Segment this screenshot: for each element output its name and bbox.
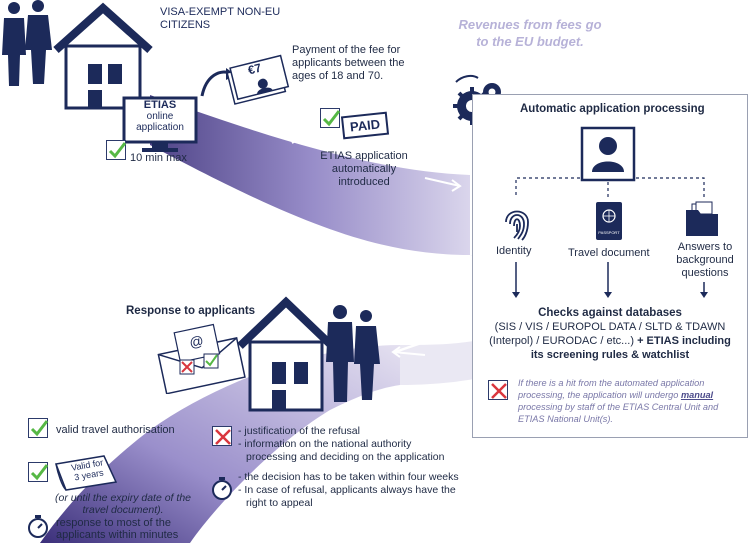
hit-note-line4: ETIAS National Unit(s). bbox=[518, 414, 613, 424]
envelope-icon: @ bbox=[157, 323, 246, 394]
fee-text-line3: ages of 18 and 70. bbox=[292, 70, 384, 82]
hit-note-line2: processing, the application will undergo bbox=[518, 390, 679, 400]
check-icon bbox=[30, 420, 49, 437]
decision-line2: - In case of refusal, applicants always … bbox=[238, 484, 456, 496]
checkbox-time bbox=[106, 140, 127, 160]
check-icon bbox=[108, 142, 127, 159]
etias-screen-title: ETIAS bbox=[143, 99, 177, 111]
citizens-label-line2: CITIZENS bbox=[160, 19, 211, 31]
stopwatch-icon bbox=[28, 515, 48, 538]
connector-lines bbox=[512, 177, 708, 298]
house-icon bbox=[53, 2, 153, 110]
checks-title: Checks against databases bbox=[538, 307, 682, 319]
checks-last: its screening rules & watchlist bbox=[530, 349, 690, 361]
answers-line3: questions bbox=[681, 267, 729, 279]
checks-bold-suffix: + ETIAS including bbox=[637, 335, 731, 347]
time-label: 10 min max bbox=[130, 152, 187, 164]
passport-icon bbox=[596, 202, 622, 240]
stopwatch-icon bbox=[212, 477, 232, 500]
checks-line2: (Interpol) / EURODAC / etc...) bbox=[489, 335, 634, 347]
revenues-line1: Revenues from fees go bbox=[458, 17, 602, 32]
valid-auth-label: valid travel authorisation bbox=[56, 424, 175, 436]
checkbox-valid-auth bbox=[28, 418, 49, 438]
fingerprint-icon bbox=[505, 210, 529, 241]
auto-intro-line2: automatically bbox=[331, 163, 397, 175]
hit-note-line1: If there is a hit from the automated app… bbox=[518, 378, 705, 388]
applicant-icon bbox=[580, 126, 636, 182]
checkbox-paid bbox=[320, 108, 341, 128]
monitor-icon bbox=[122, 96, 198, 152]
refusal-line1: - justification of the refusal bbox=[238, 425, 360, 437]
hit-note-line3: processing by staff of the ETIAS Central… bbox=[518, 402, 719, 412]
decision-line1: - the decision has to be taken within fo… bbox=[238, 471, 459, 483]
decision-line3: right to appeal bbox=[246, 497, 313, 509]
cross-icon bbox=[215, 429, 231, 445]
checkbox-valid-for bbox=[28, 462, 49, 482]
cross-box-refusal bbox=[212, 426, 232, 446]
answers-line2: background bbox=[676, 254, 734, 266]
fee-text-line1: Payment of the fee for bbox=[292, 44, 401, 56]
etias-screen-line3: application bbox=[136, 122, 184, 133]
response-title: Response to applicants bbox=[126, 305, 256, 317]
check-icon bbox=[322, 110, 341, 127]
response-minutes-line2: applicants within minutes bbox=[56, 529, 179, 541]
answers-line1: Answers to bbox=[677, 241, 733, 253]
svg-text:@: @ bbox=[188, 332, 205, 351]
house-icon-bottom bbox=[237, 296, 335, 412]
checks-line1: (SIS / VIS / EUROPOL DATA / SLTD & TDAWN bbox=[494, 321, 726, 333]
banknote-icon bbox=[226, 54, 290, 105]
expiry-line1: (or until the expiry date of the bbox=[55, 492, 191, 504]
refusal-line2: - information on the national authority bbox=[238, 438, 412, 450]
citizens-label-line1: VISA-EXEMPT NON-EU bbox=[160, 6, 281, 18]
couple-icon bbox=[326, 305, 380, 402]
identity-label: Identity bbox=[496, 245, 532, 257]
check-icon bbox=[30, 464, 49, 481]
travel-document-label: Travel document bbox=[568, 247, 650, 259]
cross-box-hit bbox=[488, 380, 508, 400]
hit-note-manual: manual bbox=[680, 390, 714, 400]
auto-intro-line1: ETIAS application bbox=[320, 150, 408, 162]
auto-intro-line3: introduced bbox=[338, 176, 390, 188]
revenues-line2: to the EU budget. bbox=[476, 34, 584, 49]
document-icon bbox=[54, 455, 118, 491]
panel-title: Automatic application processing bbox=[520, 103, 705, 115]
etias-screen-line2: online bbox=[146, 111, 174, 122]
expiry-line2: travel document). bbox=[82, 504, 164, 516]
passport-label: PASSPORT bbox=[598, 230, 620, 235]
refusal-line3: processing and deciding on the applicati… bbox=[246, 451, 445, 463]
paid-stamp: PAID bbox=[340, 111, 390, 140]
response-minutes-line1: response to most of the bbox=[56, 517, 171, 529]
citizens-icon bbox=[2, 0, 52, 86]
folder-icon bbox=[686, 201, 718, 236]
fee-text-line2: applicants between the bbox=[292, 57, 405, 69]
cross-icon bbox=[491, 383, 507, 399]
